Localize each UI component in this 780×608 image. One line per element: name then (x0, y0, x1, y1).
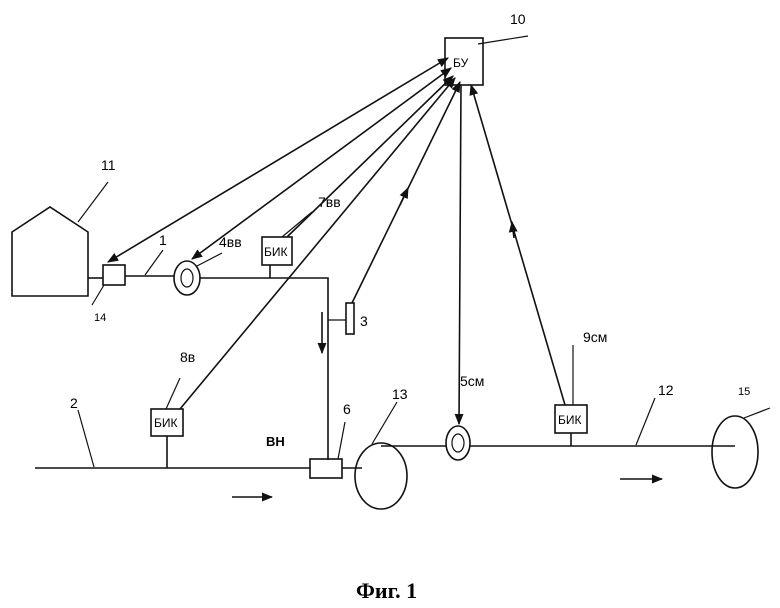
label-1: 1 (159, 232, 167, 248)
label-12: 12 (658, 382, 674, 398)
label-6: 6 (343, 401, 351, 417)
label-13: 13 (392, 386, 408, 402)
label-2: 2 (70, 395, 78, 411)
flowmeter-4vv (174, 261, 200, 295)
leader-2 (78, 410, 94, 467)
leader-10 (478, 36, 528, 44)
label-10: 10 (510, 11, 526, 27)
flowmeter-5sm (446, 426, 470, 460)
label-vn: ВН (266, 434, 285, 449)
label-15: 15 (738, 386, 750, 398)
figure-caption: Фиг. 1 (356, 578, 417, 603)
leader-7vv (282, 212, 312, 237)
label-14: 14 (94, 312, 106, 324)
leader-6 (338, 422, 345, 459)
leader-4vv (197, 253, 222, 266)
signal-9sm-to-bu (471, 85, 565, 405)
leader-12 (636, 398, 655, 445)
mixer-6 (310, 459, 342, 478)
signal-bu-to-14 (108, 58, 448, 262)
label-11: 11 (101, 157, 116, 173)
label-5sm: 5см (460, 373, 484, 389)
leader-8v (166, 378, 180, 409)
leader-14 (92, 285, 104, 305)
control-unit-label: БУ (453, 56, 469, 70)
signal-3-mid-arrow (400, 188, 408, 205)
flowmeter-5sm-inner (452, 434, 464, 452)
signal-4vv-to-bu (192, 68, 451, 259)
leader-11 (78, 182, 108, 222)
signal-9sm-mid-arrow (512, 222, 514, 238)
sensor-7vv-label: БИК (264, 245, 288, 259)
flowmeter-4vv-inner (181, 269, 193, 287)
label-3: 3 (360, 313, 368, 329)
pipe-water-feed (200, 278, 328, 460)
label-9sm: 9см (583, 329, 607, 345)
leader-15 (744, 408, 770, 418)
sensor-8v-label: БИК (154, 416, 178, 430)
valve-14 (103, 265, 125, 285)
sensor-3 (346, 303, 354, 334)
signal-7vv-to-bu (287, 76, 453, 237)
consumer-15 (712, 416, 758, 488)
tank-11 (12, 207, 88, 296)
label-8v: 8в (180, 349, 195, 365)
leader-1 (145, 250, 163, 275)
sensor-9sm-label: БИК (558, 413, 582, 427)
leader-13 (372, 402, 397, 444)
pump-13 (355, 443, 407, 509)
